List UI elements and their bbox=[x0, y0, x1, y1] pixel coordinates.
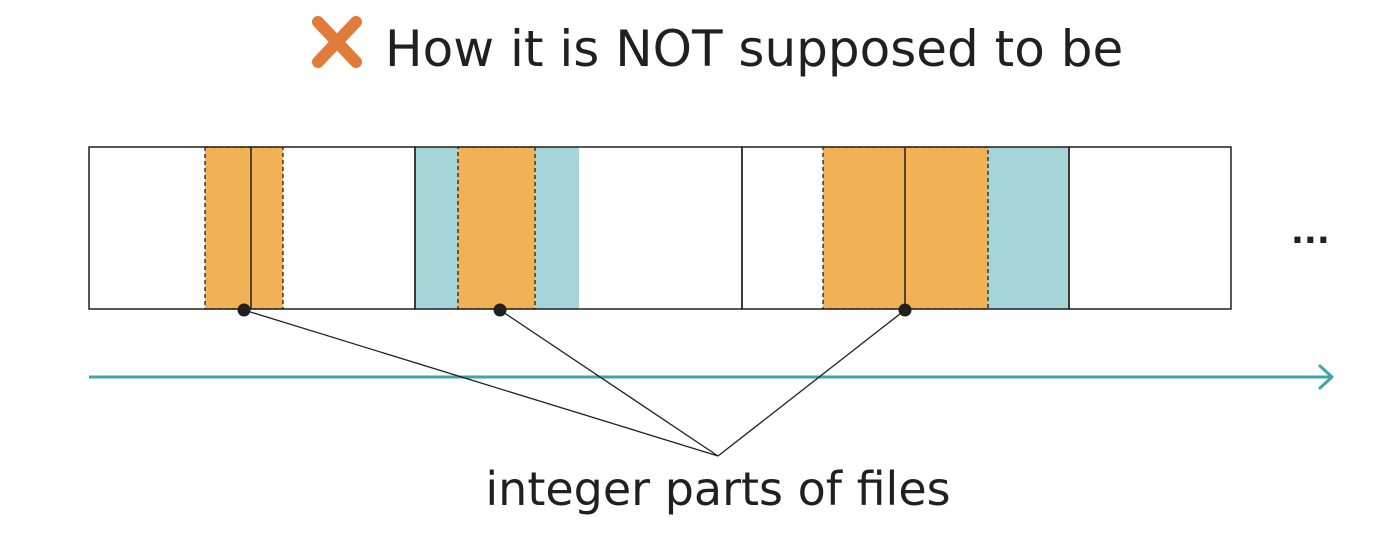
timeline-arrow bbox=[89, 364, 1334, 390]
leader-lines bbox=[243, 309, 906, 457]
caption: integer parts of files bbox=[485, 462, 950, 516]
marker-dot bbox=[237, 303, 251, 317]
block bbox=[1068, 146, 1232, 310]
storage-blocks bbox=[88, 146, 1232, 310]
marker-dot bbox=[493, 303, 507, 317]
file-part-segment bbox=[458, 147, 535, 309]
title: How it is NOT supposed to be bbox=[312, 16, 1123, 78]
other-file-segment bbox=[988, 147, 1068, 309]
cross-icon bbox=[312, 16, 362, 68]
marker-dot bbox=[898, 303, 912, 317]
title-text: How it is NOT supposed to be bbox=[385, 20, 1123, 78]
continuation-ellipsis: ... bbox=[1291, 212, 1330, 252]
file-part-segment bbox=[205, 147, 283, 309]
